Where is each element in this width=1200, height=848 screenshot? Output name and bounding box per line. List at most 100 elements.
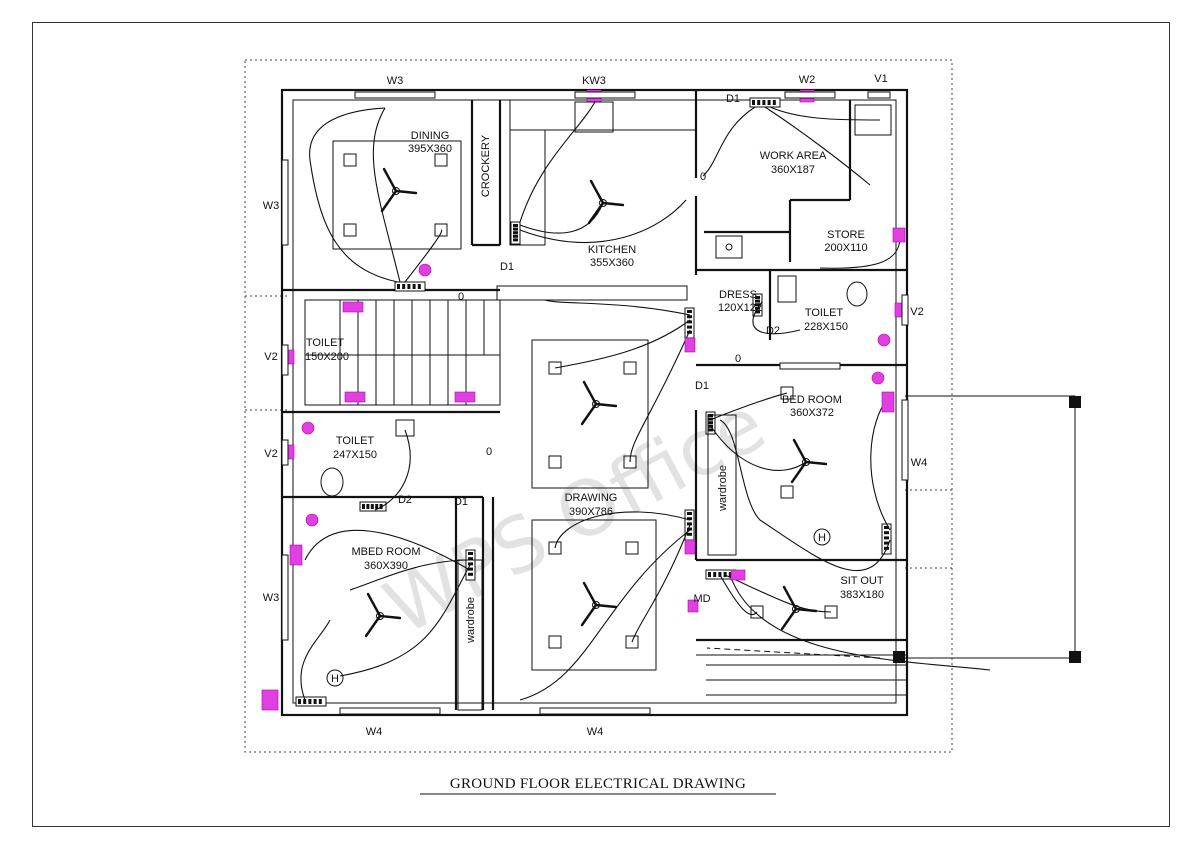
car-porch (905, 395, 1076, 659)
light-icon (343, 153, 357, 167)
room-name: WORK AREA (760, 150, 827, 162)
fan-icon (580, 581, 618, 627)
drawing-title: GROUND FLOOR ELECTRICAL DRAWING (450, 776, 746, 792)
window-icon (574, 91, 636, 99)
room-size: 383X180 (840, 589, 884, 601)
door-label: D2 (766, 325, 780, 337)
window-label: V2 (264, 351, 277, 363)
fan-icon (364, 592, 402, 638)
socket-icon (871, 371, 885, 385)
wire (819, 236, 901, 269)
site-boundary (244, 59, 953, 753)
fan-icon (587, 179, 625, 225)
wire (404, 229, 443, 283)
wire (709, 392, 788, 421)
room-name: CROCKERY (480, 134, 492, 197)
socket-icon (684, 337, 696, 353)
light-icon (548, 541, 562, 555)
light-icon (625, 635, 639, 649)
window-icon (539, 707, 651, 715)
wire (519, 99, 597, 223)
room-size: 390X786 (569, 506, 613, 518)
ceiling-fans (364, 167, 828, 638)
socket-icon (344, 391, 366, 403)
heater-icon: H (331, 673, 339, 685)
point-label: 0 (700, 171, 706, 183)
wire (764, 106, 871, 186)
opening-labels: W3 KW3 W2 V1 W3 W3 V2 V2 V2 W4 W4 W4 D1 … (263, 73, 928, 738)
room-size: 200X110 (824, 242, 867, 254)
room-name: BED ROOM (782, 394, 842, 406)
light-points (343, 153, 838, 649)
wire (309, 107, 399, 283)
wire (372, 107, 401, 283)
socket-icon (684, 539, 696, 555)
light-icon (780, 485, 794, 499)
wire (719, 574, 758, 616)
room-size: 228X150 (804, 321, 848, 333)
door-label: D1 (500, 261, 514, 273)
door-label: D2 (398, 494, 412, 506)
socket-icon (730, 569, 746, 581)
room-size: 395X360 (408, 143, 452, 155)
wire (374, 429, 411, 511)
socket-icon (342, 301, 364, 313)
door-label: MD (693, 593, 710, 605)
room-size: 360X187 (771, 164, 815, 176)
room-name: SIT OUT (840, 575, 883, 587)
switch-board (510, 221, 521, 245)
wire (752, 301, 801, 335)
window-icon (281, 159, 289, 246)
door-label: D1 (695, 380, 709, 392)
door-label: D1 (454, 496, 468, 508)
wardrobe-label: wardrobe (465, 597, 477, 644)
light-icon (548, 361, 562, 375)
light-icon (623, 361, 637, 375)
window-icon (779, 362, 841, 370)
window-icon (281, 344, 289, 376)
window-icon (901, 399, 909, 481)
wire (304, 529, 471, 571)
light-icon (434, 153, 448, 167)
fan-icon (580, 380, 618, 426)
window-label: W3 (387, 75, 404, 87)
fan-icon (380, 167, 418, 213)
window-label: W4 (587, 726, 604, 738)
window-label: KW3 (582, 75, 606, 87)
wc-icon (320, 467, 344, 497)
socket-icon (305, 513, 319, 527)
fan-icon (780, 585, 818, 631)
room-size: 360X390 (364, 560, 408, 572)
switch-boards (295, 97, 892, 707)
switch-board (394, 281, 426, 292)
window-icon (281, 439, 289, 466)
switch-board (359, 501, 387, 512)
kitchen-counter (509, 99, 697, 131)
wc-icon (846, 281, 868, 307)
socket-icon (454, 391, 476, 403)
stove-icon (574, 101, 614, 133)
wire (729, 574, 991, 671)
window-icon (867, 91, 891, 99)
switch-board (295, 696, 327, 707)
room-size: 360X372 (790, 407, 834, 419)
wire (724, 574, 832, 613)
light-icon (343, 223, 357, 237)
sink-icon (715, 235, 743, 259)
wardrobe-right (707, 414, 737, 556)
wire (519, 529, 691, 701)
wire (300, 619, 331, 701)
light-icon (548, 635, 562, 649)
window-label: W4 (911, 457, 928, 469)
wire (554, 319, 691, 369)
socket-icon (892, 227, 906, 243)
wire (519, 202, 604, 234)
window-label: V1 (874, 73, 887, 85)
wire (702, 106, 756, 177)
room-size: 355X360 (590, 257, 634, 269)
window-label: W3 (263, 200, 280, 212)
misc-labels: wardrobe wardrobe H H 0 0 0 0 (326, 171, 831, 687)
window-icon (339, 707, 441, 715)
room-size: 150X200 (305, 351, 349, 363)
